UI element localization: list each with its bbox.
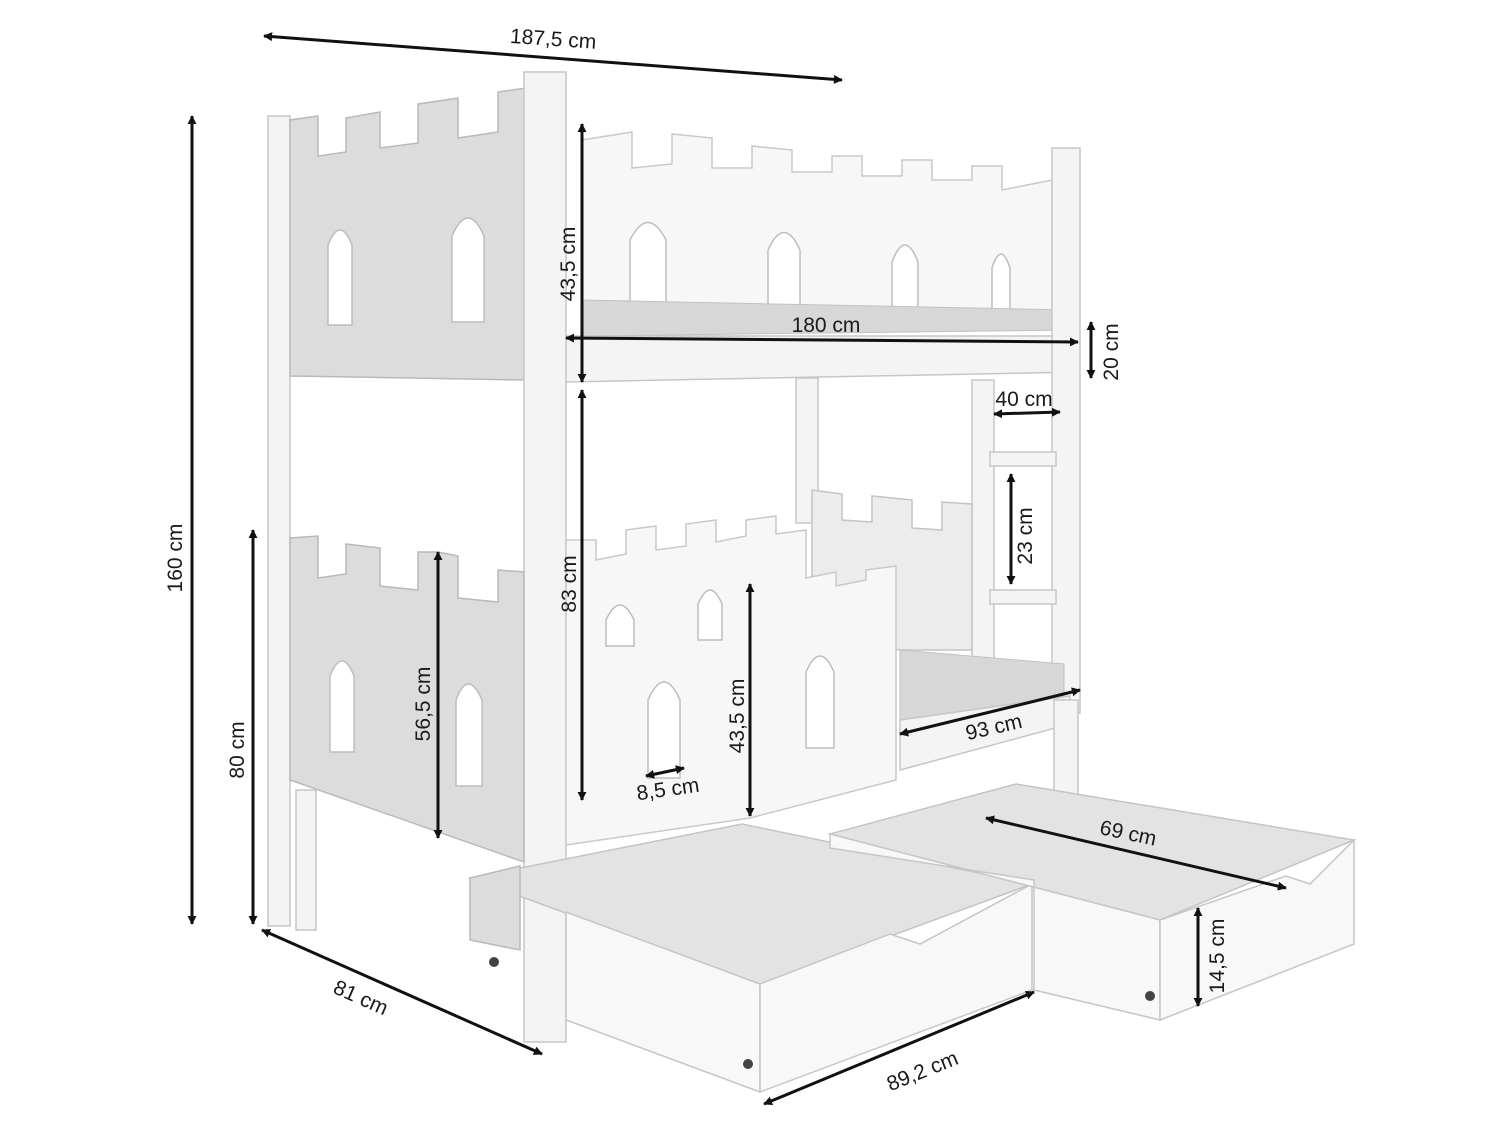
label-lower-headboard-height: 56,5 cm <box>412 667 435 742</box>
label-bunk-clearance: 83 cm <box>558 555 581 612</box>
lower-front-window-3 <box>605 604 635 647</box>
left-drawer-wheel-1 <box>489 957 499 967</box>
upper-left-window-1 <box>327 229 353 326</box>
upper-back-castle-panel <box>581 131 1053 336</box>
middle-back-post <box>795 377 819 524</box>
dim-line-drawer-depth <box>985 815 1287 891</box>
lower-front-window-1 <box>647 681 681 779</box>
label-overall-height: 160 cm <box>164 524 187 593</box>
ladder-left-rail <box>971 379 995 701</box>
label-overall-length: 187,5 cm <box>509 25 597 54</box>
label-upper-guard-height: 43,5 cm <box>557 227 580 302</box>
label-drawer-height: 14,5 cm <box>1206 919 1229 994</box>
lower-left-window-1 <box>329 660 355 753</box>
dim-line-inner-width <box>899 687 1081 737</box>
label-drawer-length: 89,2 cm <box>884 1047 962 1096</box>
label-ladder-width: 40 cm <box>995 388 1052 411</box>
upper-left-castle-headboard <box>289 87 527 381</box>
upper-back-window-1 <box>629 221 667 321</box>
label-rung-spacing: 23 cm <box>1014 507 1037 564</box>
dim-line-overall-length <box>263 32 843 84</box>
dim-line-ladder-width <box>993 407 1061 419</box>
right-front-leg <box>1053 699 1079 801</box>
left-drawer-back <box>469 865 521 951</box>
dimension-lines <box>187 32 1287 1106</box>
label-lower-guard-height: 43,5 cm <box>726 679 749 754</box>
dim-line-drawer-length <box>763 990 1035 1106</box>
label-rail-height: 20 cm <box>1100 323 1123 380</box>
dim-line-depth <box>261 928 543 1056</box>
label-inner-length: 180 cm <box>792 314 861 337</box>
right-back-post <box>1051 147 1081 714</box>
left-front-post <box>267 115 291 927</box>
dim-line-inner-length <box>565 333 1079 347</box>
dim-line-window-width <box>645 765 685 779</box>
upper-back-window-4 <box>991 253 1011 323</box>
left-back-leg <box>295 789 317 931</box>
ladder-rung-1 <box>989 451 1057 467</box>
bunk-bed-illustration <box>267 71 1357 1094</box>
ladder-rung-2 <box>989 589 1057 605</box>
left-drawer-wheel-2 <box>743 1059 753 1069</box>
lower-front-window-2 <box>805 655 835 749</box>
right-drawer-wheel <box>1145 991 1155 1001</box>
lower-front-window-4 <box>697 589 723 641</box>
lower-left-castle-headboard <box>289 535 525 864</box>
lower-left-window-2 <box>455 683 483 787</box>
upper-back-window-3 <box>891 244 919 323</box>
upper-back-window-2 <box>767 231 801 321</box>
label-lower-side-height: 80 cm <box>226 721 249 778</box>
upper-left-window-2 <box>451 217 485 323</box>
